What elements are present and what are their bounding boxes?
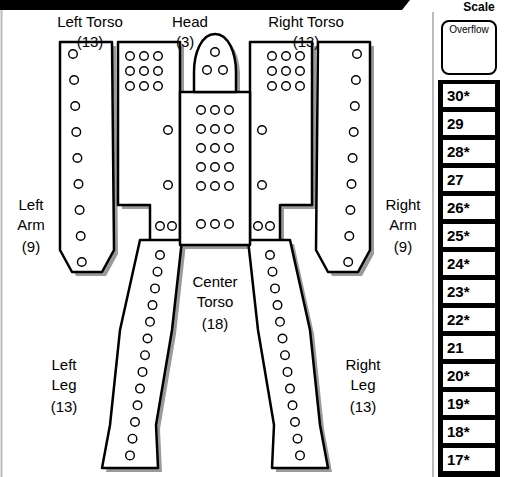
part-name: Head xyxy=(172,12,228,32)
heat-level: 19* xyxy=(447,392,495,415)
armor-value: (3) xyxy=(176,32,200,52)
armor-value: (18) xyxy=(178,314,252,334)
armor-value: (13) xyxy=(38,397,90,417)
mech-outline xyxy=(60,34,370,468)
part-name: Left Torso xyxy=(40,12,140,32)
part-name: Right Arm xyxy=(376,195,430,235)
heat-level-cell: 27 xyxy=(443,168,495,191)
part-name: Right Torso xyxy=(252,12,360,32)
heat-level-cell: 19* xyxy=(443,392,495,415)
heat-level-cell: 30* xyxy=(443,84,495,107)
heat-scale-column xyxy=(438,80,500,477)
part-name: Center Torso xyxy=(178,272,252,312)
heat-level-cell: 18* xyxy=(443,420,495,443)
heat-level: 20* xyxy=(447,364,495,387)
panel-edge xyxy=(1,10,3,477)
armor-value: (13) xyxy=(252,32,360,52)
heat-level: 18* xyxy=(447,420,495,443)
part-name: Left Arm xyxy=(6,195,56,235)
armor-value: (9) xyxy=(376,237,430,257)
heat-level: 23* xyxy=(447,280,495,303)
heat-level-cell: 28* xyxy=(443,140,495,163)
heat-level: 24* xyxy=(447,252,495,275)
heat-level: 26* xyxy=(447,196,495,219)
heat-level-cell: 20* xyxy=(443,364,495,387)
heat-level-cell: 26* xyxy=(443,196,495,219)
heat-level: 21 xyxy=(447,336,495,359)
heat-level: 27 xyxy=(447,168,495,191)
overflow-box: Overflow xyxy=(441,20,497,75)
heat-level: 22* xyxy=(447,308,495,331)
heat-level-cell: 25* xyxy=(443,224,495,247)
part-name: Right Leg xyxy=(336,355,390,395)
armor-value: (13) xyxy=(40,32,140,52)
heat-level-cell: 21 xyxy=(443,336,495,359)
heat-level: 25* xyxy=(447,224,495,247)
heat-level-cell: 23* xyxy=(443,280,495,303)
panel-edge xyxy=(432,12,434,477)
heat-level-cell: 17* xyxy=(443,448,495,471)
part-name: Left Leg xyxy=(38,355,90,395)
heat-level: 17* xyxy=(447,448,495,471)
heat-level-cell: 22* xyxy=(443,308,495,331)
heat-level: 30* xyxy=(447,84,495,107)
heat-level-cell: 24* xyxy=(443,252,495,275)
scale-heading: Scale xyxy=(452,0,506,17)
armor-value: (9) xyxy=(6,237,56,257)
overflow-label: Overflow xyxy=(443,24,495,35)
heat-level-cell: 29 xyxy=(443,112,495,135)
header-bar xyxy=(0,0,410,10)
heat-level: 28* xyxy=(447,140,495,163)
heat-level: 29 xyxy=(447,112,495,135)
armor-value: (13) xyxy=(336,397,390,417)
